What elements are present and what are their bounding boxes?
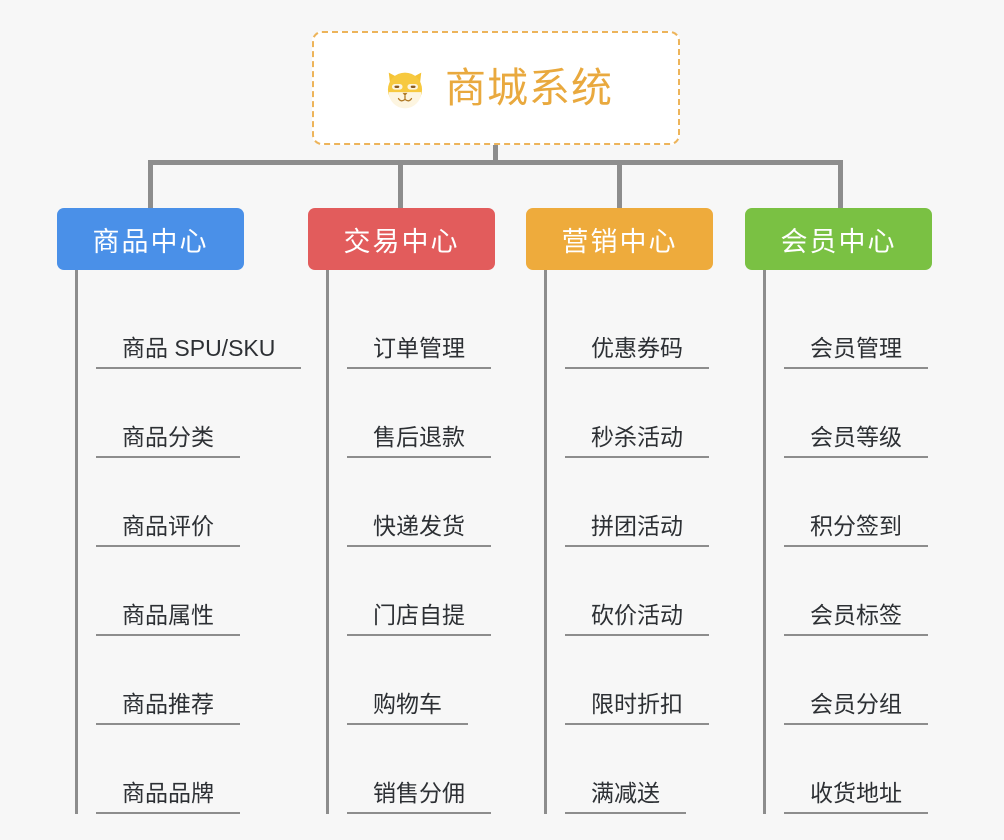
leaf-node-label: 订单管理 <box>347 335 491 369</box>
leaf-node-label: 售后退款 <box>347 424 491 458</box>
leaf-node[interactable]: 快递发货 <box>329 458 495 547</box>
leaf-node[interactable]: 满减送 <box>547 725 713 814</box>
leaf-node-label: 优惠券码 <box>565 335 709 369</box>
root-title: 商城系统 <box>445 64 613 111</box>
leaf-node-label: 商品属性 <box>96 602 240 636</box>
leaf-node[interactable]: 砍价活动 <box>547 547 713 636</box>
leaf-node-label: 商品分类 <box>96 424 240 458</box>
leaf-node[interactable]: 购物车 <box>329 636 495 725</box>
leaf-node[interactable]: 秒杀活动 <box>547 369 713 458</box>
leaf-node-label: 销售分佣 <box>347 780 491 814</box>
category-header-label: 会员中心 <box>780 226 897 257</box>
leaf-node[interactable]: 会员标签 <box>766 547 932 636</box>
leaf-node[interactable]: 商品属性 <box>78 547 244 636</box>
leaf-node-label: 快递发货 <box>347 513 491 547</box>
leaf-node-label: 秒杀活动 <box>565 424 709 458</box>
leaf-node-label: 限时折扣 <box>565 691 709 725</box>
leaf-node[interactable]: 商品 SPU/SKU <box>78 280 302 369</box>
leaf-node[interactable]: 会员管理 <box>766 280 932 369</box>
leaf-node-label: 会员分组 <box>784 691 928 725</box>
leaf-node[interactable]: 商品评价 <box>78 458 244 547</box>
leaf-node-label: 拼团活动 <box>565 513 709 547</box>
leaf-node[interactable]: 限时折扣 <box>547 636 713 725</box>
connector-drop-3 <box>617 160 622 208</box>
root-node[interactable]: 商城系统 <box>312 31 680 145</box>
category-column-0: 商品中心商品 SPU/SKU 商品分类商品评价商品属性商品推荐商品品牌 <box>57 208 302 814</box>
leaf-node-label: 会员管理 <box>784 335 928 369</box>
leaf-node-label: 商品 SPU/SKU <box>96 335 302 369</box>
leaf-node-label: 满减送 <box>565 780 686 814</box>
leaf-node[interactable]: 积分签到 <box>766 458 932 547</box>
category-branch-3: 会员管理会员等级积分签到会员标签会员分组收货地址 <box>763 270 932 814</box>
leaf-node[interactable]: 商品分类 <box>78 369 244 458</box>
shiba-dog-face-icon <box>387 72 423 109</box>
connector-horizontal-bus <box>148 160 843 165</box>
category-header-label: 商品中心 <box>92 226 209 257</box>
category-header-3[interactable]: 会员中心 <box>745 208 932 270</box>
leaf-node[interactable]: 商品品牌 <box>78 725 244 814</box>
category-branch-0: 商品 SPU/SKU 商品分类商品评价商品属性商品推荐商品品牌 <box>75 270 302 814</box>
leaf-node[interactable]: 会员等级 <box>766 369 932 458</box>
leaf-node-label: 商品推荐 <box>96 691 240 725</box>
leaf-node[interactable]: 拼团活动 <box>547 458 713 547</box>
category-header-0[interactable]: 商品中心 <box>57 208 244 270</box>
category-column-3: 会员中心会员管理会员等级积分签到会员标签会员分组收货地址 <box>745 208 932 814</box>
leaf-node[interactable]: 商品推荐 <box>78 636 244 725</box>
category-header-label: 营销中心 <box>561 226 678 257</box>
connector-root-stem <box>493 145 498 163</box>
leaf-node-label: 购物车 <box>347 691 468 725</box>
category-branch-1: 订单管理售后退款快递发货门店自提购物车销售分佣 <box>326 270 495 814</box>
leaf-node[interactable]: 优惠券码 <box>547 280 713 369</box>
category-header-2[interactable]: 营销中心 <box>526 208 713 270</box>
connector-drop-1 <box>148 160 153 208</box>
leaf-node[interactable]: 销售分佣 <box>329 725 495 814</box>
leaf-node-label: 会员标签 <box>784 602 928 636</box>
category-column-2: 营销中心优惠券码秒杀活动拼团活动砍价活动限时折扣满减送 <box>526 208 713 814</box>
leaf-node[interactable]: 订单管理 <box>329 280 495 369</box>
leaf-node-label: 门店自提 <box>347 602 491 636</box>
leaf-node-label: 积分签到 <box>784 513 928 547</box>
category-branch-2: 优惠券码秒杀活动拼团活动砍价活动限时折扣满减送 <box>544 270 713 814</box>
leaf-node[interactable]: 门店自提 <box>329 547 495 636</box>
category-column-1: 交易中心订单管理售后退款快递发货门店自提购物车销售分佣 <box>308 208 495 814</box>
leaf-node[interactable]: 售后退款 <box>329 369 495 458</box>
leaf-node-label: 会员等级 <box>784 424 928 458</box>
leaf-node-label: 商品品牌 <box>96 780 240 814</box>
leaf-node[interactable]: 收货地址 <box>766 725 932 814</box>
category-header-label: 交易中心 <box>343 226 460 257</box>
leaf-node-label: 砍价活动 <box>565 602 709 636</box>
leaf-node[interactable]: 会员分组 <box>766 636 932 725</box>
category-header-1[interactable]: 交易中心 <box>308 208 495 270</box>
connector-drop-4 <box>838 160 843 208</box>
leaf-node-label: 商品评价 <box>96 513 240 547</box>
leaf-node-label: 收货地址 <box>784 780 928 814</box>
connector-drop-2 <box>398 160 403 208</box>
